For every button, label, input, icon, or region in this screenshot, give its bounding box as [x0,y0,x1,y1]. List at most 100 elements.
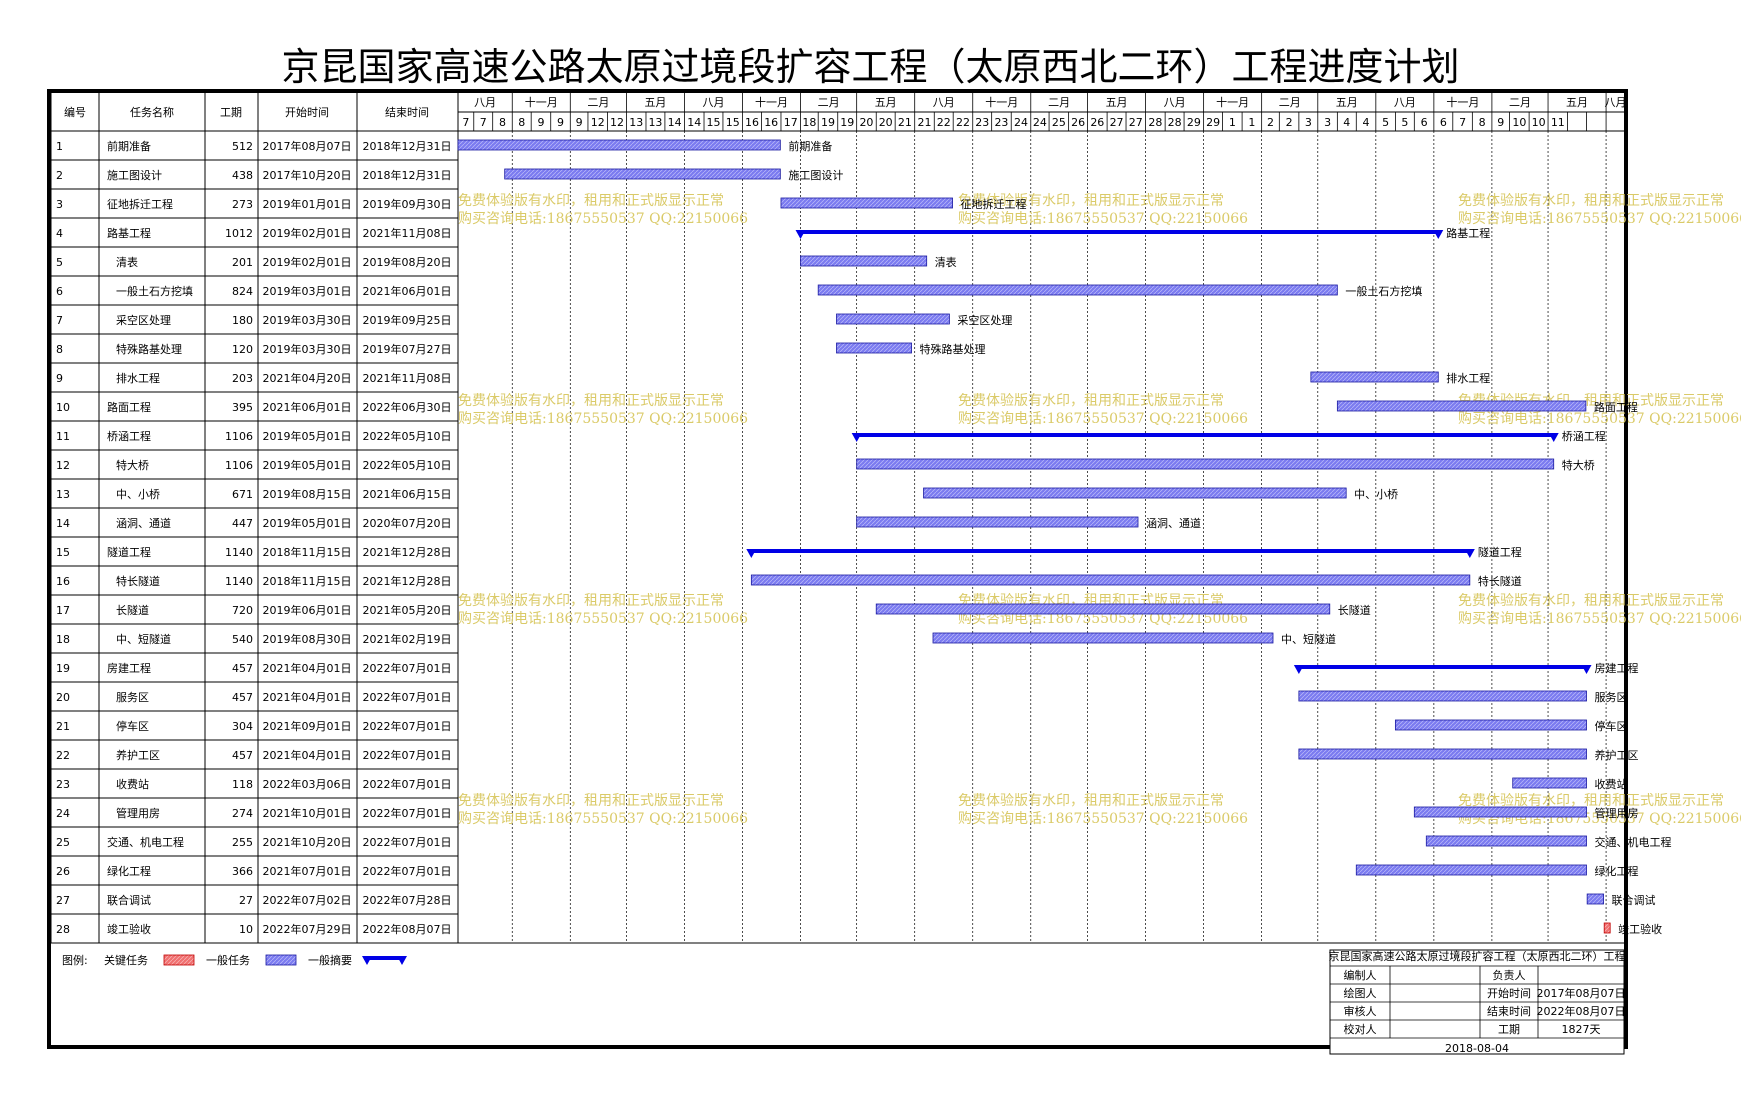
bar-label: 桥涵工程 [1562,429,1606,443]
summary-start-marker [1293,665,1304,674]
task-duration: 203 [232,372,253,385]
task-id: 23 [56,778,70,791]
task-name: 特殊路基处理 [116,342,182,356]
timeline-bottom-label: 27 [1129,116,1143,129]
task-name: 联合调试 [107,893,151,907]
bar-label: 征地拆迁工程 [961,197,1027,211]
task-duration: 1106 [225,430,253,443]
task-end: 2022年07月01日 [363,748,452,762]
task-duration: 201 [232,256,253,269]
info-cell: 2022年08月07日 [1537,1004,1626,1018]
timeline-top-label: 八月 [1394,96,1416,109]
task-duration: 1012 [225,227,253,240]
bar-label: 路基工程 [1446,227,1490,240]
bar-label: 房建工程 [1595,661,1639,675]
timeline-top-label: 五月 [644,96,666,109]
task-duration: 512 [232,140,253,153]
timeline-top-label: 十一月 [755,95,788,109]
task-bar [1298,690,1587,702]
timeline-bottom-label: 4 [1363,116,1370,129]
timeline-bottom-label: 4 [1343,116,1350,129]
timeline-bottom-label: 9 [1497,116,1504,129]
info-cell: 工期 [1498,1023,1520,1036]
task-end: 2022年07月01日 [363,777,452,791]
task-bar [504,168,781,180]
timeline-top-label: 十一月 [985,95,1018,109]
timeline-bottom-label: 9 [537,116,544,129]
timeline-bottom-label: 5 [1382,116,1389,129]
task-duration: 1140 [225,546,253,559]
timeline-top-label: 八月 [702,96,724,109]
bar-label: 施工图设计 [788,169,843,182]
column-header: 任务名称 [130,105,174,119]
timeline-bottom-label: 19 [821,116,835,129]
bar-label: 涵洞、通道 [1146,516,1201,530]
watermark-line2: 购买咨询电话:18675550537 QQ:22150066 [458,411,748,427]
task-id: 1 [56,140,63,153]
task-bar [780,197,953,209]
task-id: 22 [56,749,70,762]
task-bar [1394,719,1587,731]
watermark-line1: 免费体验版有水印，租用和正式版显示正常 [458,393,724,409]
timeline-bottom-label: 28 [1148,116,1162,129]
task-bar [1298,748,1587,760]
info-cell: 审核人 [1344,1004,1377,1018]
task-name: 施工图设计 [107,169,162,182]
info-date: 2018-08-04 [1445,1042,1509,1055]
legend-summary-swatch [364,956,404,960]
task-duration: 27 [239,894,253,907]
task-duration: 120 [232,343,253,356]
summary-end-marker [1548,433,1559,442]
legend-summary-marker [397,956,407,965]
watermark-line2: 购买咨询电话:18675550537 QQ:22150066 [958,811,1248,827]
task-id: 15 [56,546,70,559]
task-start: 2022年07月02日 [263,893,352,907]
task-duration: 438 [232,169,253,182]
chart-frame [47,89,1628,1049]
task-id: 20 [56,691,70,704]
task-bar [1355,864,1587,876]
task-duration: 255 [232,836,253,849]
watermark-line2: 购买咨询电话:18675550537 QQ:22150066 [1458,411,1741,427]
timeline-top-label: 十一月 [525,95,558,109]
bar-label: 特大桥 [1562,458,1595,472]
summary-end-marker [1464,549,1475,558]
timeline-bottom-label: 20 [859,116,873,129]
task-start: 2019年02月01日 [263,226,352,240]
legend-label: 图例: [62,953,88,967]
timeline-bottom-label: 10 [1512,116,1526,129]
timeline-bottom-label: 6 [1440,116,1447,129]
task-id: 10 [56,401,70,414]
summary-start-marker [851,433,862,442]
task-start: 2021年10月20日 [263,835,352,849]
timeline-bottom-label: 11 [1551,116,1565,129]
task-end: 2021年12月28日 [363,574,452,588]
timeline-bottom-label: 1 [1248,116,1255,129]
bar-label: 前期准备 [788,139,832,153]
timeline-bottom-label: 21 [898,116,912,129]
timeline-bottom-label: 14 [687,116,701,129]
timeline-bottom-label: 6 [1421,116,1428,129]
task-name: 收费站 [116,777,149,791]
task-end: 2018年12月31日 [363,139,452,153]
task-bar [1336,400,1587,412]
task-id: 13 [56,488,70,501]
task-end: 2021年12月28日 [363,545,452,559]
task-end: 2022年07月01日 [363,661,452,675]
timeline-bottom-label: 23 [975,116,989,129]
task-name: 特大桥 [116,458,149,472]
task-start: 2021年10月01日 [263,806,352,820]
legend-summary-marker [362,956,372,965]
info-cell: 开始时间 [1487,986,1531,1000]
task-duration: 180 [232,314,253,327]
watermark-line2: 购买咨询电话:18675550537 QQ:22150066 [458,811,748,827]
timeline-bottom-label: 21 [917,116,931,129]
task-id: 27 [56,894,70,907]
task-end: 2018年12月31日 [363,168,452,182]
task-name: 清表 [116,255,138,269]
task-name: 一般土石方挖填 [116,284,193,298]
bar-label: 隧道工程 [1478,545,1522,559]
task-end: 2021年11月08日 [363,226,452,240]
task-end: 2022年07月01日 [363,719,452,733]
timeline-bottom-label: 20 [879,116,893,129]
